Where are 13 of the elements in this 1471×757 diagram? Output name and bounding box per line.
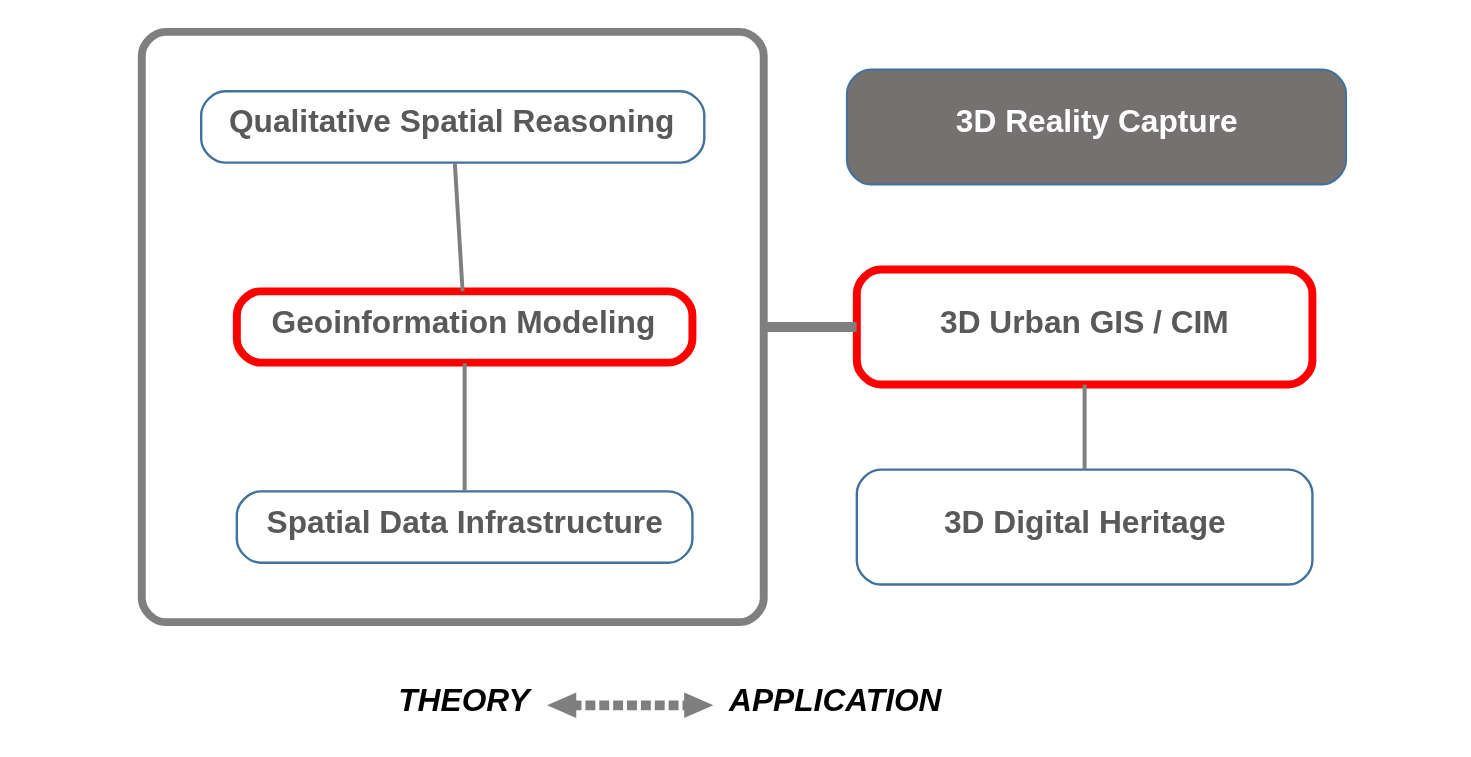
node-box: Qualitative Spatial Reasoning bbox=[199, 90, 705, 164]
connector bbox=[1082, 384, 1087, 470]
arrow bbox=[546, 692, 713, 719]
node-text: THEORY bbox=[397, 681, 530, 718]
node-text: APPLICATION bbox=[728, 681, 941, 718]
node-box: Geoinformation Modeling bbox=[232, 287, 696, 367]
connector bbox=[462, 363, 467, 492]
node-box: 3D Urban GIS / CIM bbox=[852, 265, 1316, 389]
node-box: 3D Digital Heritage bbox=[855, 468, 1314, 586]
connector bbox=[452, 162, 465, 292]
node-box: Spatial Data Infrastructure bbox=[235, 490, 694, 564]
node-box: 3D Reality Capture bbox=[845, 68, 1347, 186]
cluster bbox=[137, 27, 768, 627]
